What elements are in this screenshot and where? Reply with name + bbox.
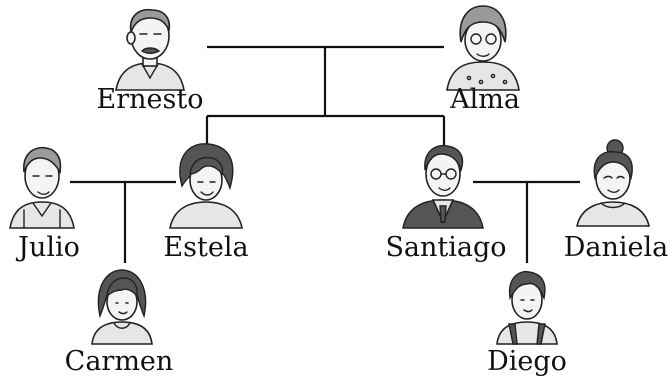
grandfather-portrait-icon [115,8,185,91]
tree-connectors [70,45,580,263]
name-alma: Alma [449,84,520,115]
name-daniela: Daniela [564,232,668,263]
name-carmen: Carmen [65,346,174,377]
name-ernesto: Ernesto [97,84,204,115]
name-julio: Julio [15,232,80,263]
name-estela: Estela [163,232,248,263]
boy-portrait-icon [496,270,558,345]
woman-bun-portrait-icon [576,139,650,227]
woman-portrait-icon [169,143,243,229]
man-portrait-icon [9,146,75,229]
name-santiago: Santiago [385,232,506,263]
grandmother-portrait-icon [446,5,520,91]
name-diego: Diego [487,346,567,377]
man-with-glasses-portrait-icon [402,144,484,229]
girl-portrait-icon [91,269,153,345]
